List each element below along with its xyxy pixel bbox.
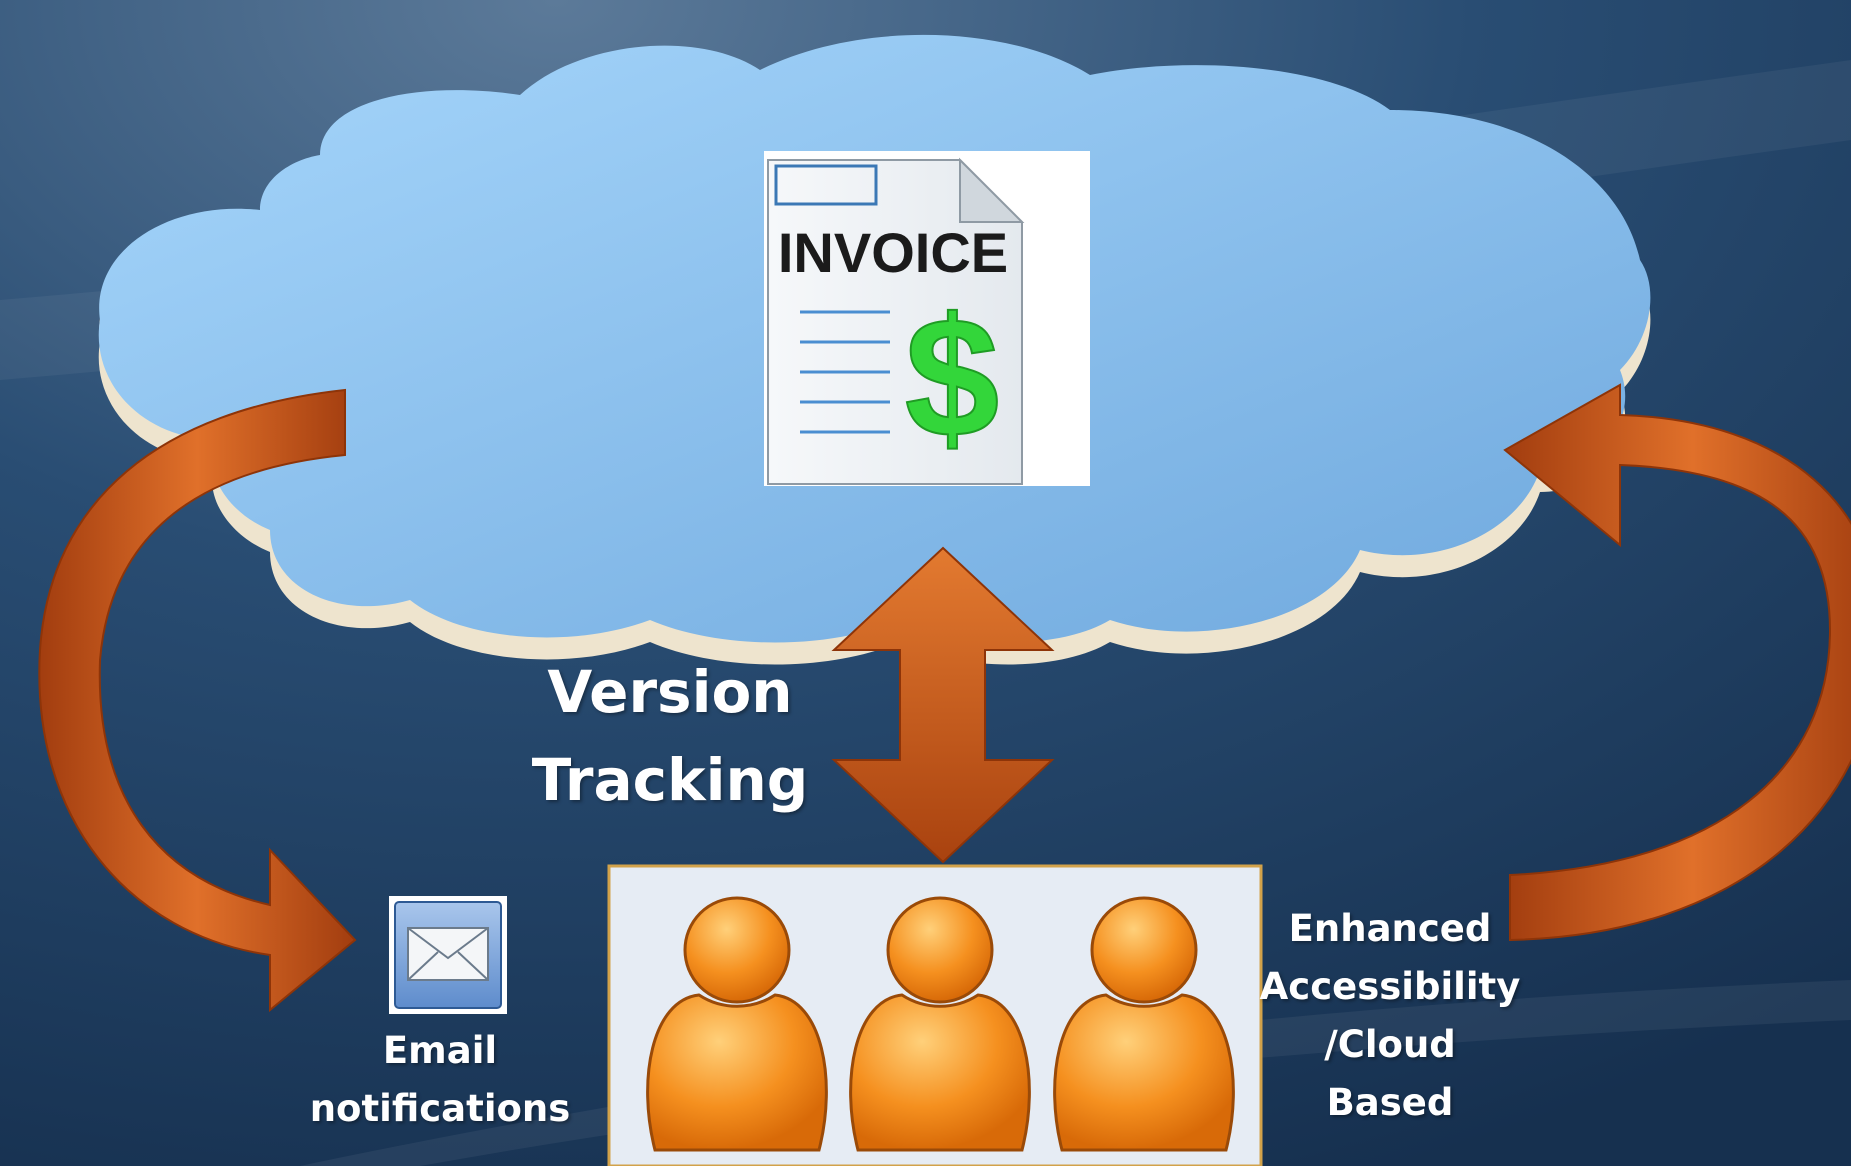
label-line: Enhanced bbox=[1288, 907, 1492, 950]
label-line: Tracking bbox=[531, 746, 809, 814]
email-icon bbox=[389, 896, 507, 1014]
person-icon bbox=[1053, 896, 1235, 1152]
version-tracking-label: Version Tracking bbox=[510, 648, 830, 824]
enhanced-accessibility-label: Enhanced Accessibility /Cloud Based bbox=[1250, 900, 1530, 1132]
label-line: Email bbox=[382, 1029, 498, 1072]
person-icon bbox=[646, 896, 828, 1152]
label-line: Based bbox=[1326, 1081, 1454, 1124]
curved-arrow-left bbox=[38, 388, 357, 1013]
label-line: /Cloud bbox=[1324, 1023, 1456, 1066]
curved-arrow-right bbox=[1503, 383, 1851, 942]
person-icon bbox=[849, 896, 1031, 1152]
invoice-title: INVOICE bbox=[778, 221, 1008, 284]
label-line: Accessibility bbox=[1259, 965, 1521, 1008]
users-panel bbox=[607, 864, 1263, 1166]
dollar-sign: $ bbox=[905, 283, 1000, 473]
label-line: notifications bbox=[309, 1087, 571, 1130]
label-line: Version bbox=[547, 658, 793, 726]
email-notifications-label: Email notifications bbox=[295, 1022, 585, 1138]
invoice-icon: INVOICE $ bbox=[764, 151, 1090, 486]
double-arrow-icon bbox=[831, 546, 1055, 864]
